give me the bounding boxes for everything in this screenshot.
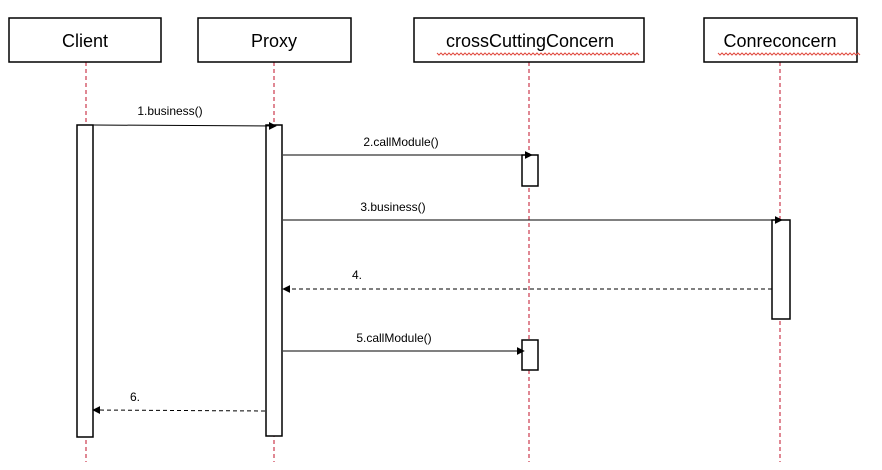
message-2: 2.callModule()	[283, 135, 533, 159]
message-3-label: 3.business()	[360, 200, 425, 214]
participant-proxy-label: Proxy	[251, 31, 297, 51]
spellcheck-underline	[717, 52, 861, 56]
client-activation	[76, 124, 94, 438]
messages: 1.business() 2.callModule() 3.business()…	[92, 104, 783, 415]
message-6: 6.	[92, 390, 266, 415]
participant-cross-label: crossCuttingConcern	[446, 31, 614, 51]
spellcheck-underline	[436, 52, 640, 56]
message-5-label: 5.callModule()	[356, 331, 431, 345]
message-4-label: 4.	[352, 268, 362, 282]
message-6-arrow	[92, 406, 266, 415]
core-activation	[771, 219, 791, 320]
participant-cross-box	[413, 17, 645, 63]
message-1-label: 1.business()	[137, 104, 202, 118]
cross-activation-1	[521, 154, 539, 187]
message-1-arrow	[92, 121, 277, 130]
participant-core-label: Conreconcern	[723, 31, 836, 51]
message-5: 5.callModule()	[283, 331, 525, 355]
cross-activation-2	[521, 339, 539, 371]
participant-client-box	[8, 17, 162, 63]
message-6-label: 6.	[130, 390, 140, 404]
message-4: 4.	[282, 268, 772, 293]
message-2-label: 2.callModule()	[363, 135, 438, 149]
lifelines	[85, 62, 781, 462]
activations	[76, 124, 791, 438]
message-3: 3.business()	[283, 200, 783, 224]
participant-client: Client	[8, 17, 162, 63]
participant-cross: crossCuttingConcern	[413, 17, 645, 63]
message-1: 1.business()	[92, 104, 277, 130]
participant-client-label: Client	[62, 31, 108, 51]
proxy-activation	[265, 124, 283, 437]
participant-proxy-box	[197, 17, 352, 63]
participant-proxy: Proxy	[197, 17, 352, 63]
participant-core: Conreconcern	[703, 17, 861, 63]
